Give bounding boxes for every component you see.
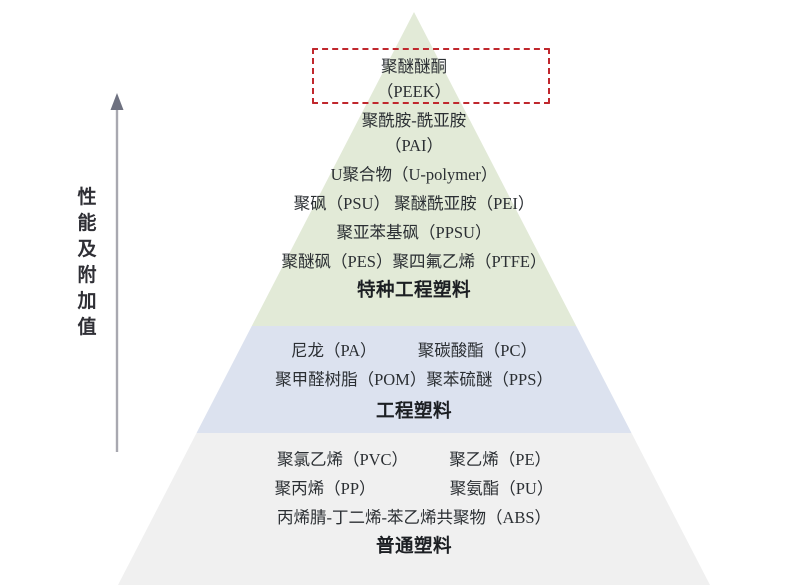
axis-label-group: 性能及附加值 <box>0 0 140 585</box>
tier-band-commodity <box>118 433 710 585</box>
item-pa-pc: 尼龙（PA） 聚碳酸酯（PC） <box>290 341 537 360</box>
tier-title-commodity: 普通塑料 <box>375 537 452 557</box>
tier-engineering: 尼龙（PA） 聚碳酸酯（PC） 聚甲醛树脂（POM）聚苯硫醚（PPS） 工程塑料 <box>118 338 710 426</box>
item-pai-abbr: （PAI） <box>384 136 444 155</box>
tier-commodity: 聚氯乙烯（PVC） 聚乙烯（PE） 聚丙烯（PP） 聚氨酯（PU） 丙烯腈-丁二… <box>118 447 710 561</box>
item-pom-pps: 聚甲醛树脂（POM）聚苯硫醚（PPS） <box>275 370 553 389</box>
item-u-polymer: U聚合物（U-polymer） <box>330 165 498 184</box>
up-arrow-icon <box>110 93 124 110</box>
item-peek-name: 聚醚醚酮 <box>381 57 447 76</box>
item-abs: 丙烯腈-丁二烯-苯乙烯共聚物（ABS） <box>276 508 552 527</box>
tier-title-engineering: 工程塑料 <box>375 402 452 422</box>
tier-specialty: 聚醚醚酮 （PEEK） 聚酰胺-酰亚胺 （PAI） U聚合物（U-polymer… <box>118 52 710 305</box>
tier-title-specialty: 特种工程塑料 <box>356 281 471 301</box>
item-pp-pu: 聚丙烯（PP） 聚氨酯（PU） <box>274 479 554 498</box>
item-psu-pei: 聚砜（PSU） 聚醚酰亚胺（PEI） <box>293 194 535 213</box>
item-pvc-pe: 聚氯乙烯（PVC） 聚乙烯（PE） <box>276 450 552 469</box>
item-ppsu: 聚亚苯基砜（PPSU） <box>336 223 492 242</box>
axis-label-text: 性能及附加值 <box>77 187 97 338</box>
performance-axis <box>110 93 124 452</box>
item-peek-abbr: （PEEK） <box>376 82 452 101</box>
item-pai-name: 聚酰胺-酰亚胺 <box>361 111 467 130</box>
item-pes-ptfe: 聚醚砜（PES）聚四氟乙烯（PTFE） <box>281 252 547 271</box>
